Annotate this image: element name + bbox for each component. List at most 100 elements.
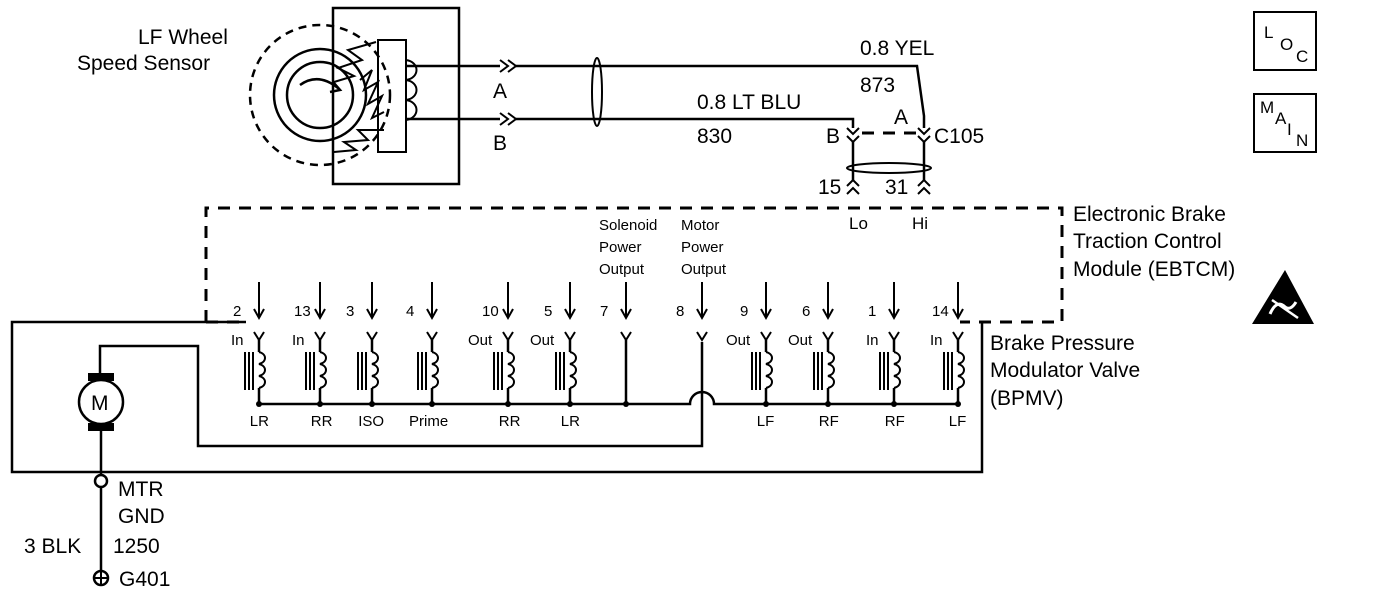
solenoid-output-line2: Power <box>599 239 642 256</box>
terminal-b-label: B <box>493 132 507 155</box>
motor-output-line3: Output <box>681 261 727 278</box>
ground-label-line1: MTR <box>118 478 164 501</box>
main-icon-a: A <box>1275 109 1287 128</box>
pin-wheel: RF <box>819 413 839 430</box>
ebtcm-outline <box>204 206 1064 324</box>
terminal-b-chevron <box>499 112 518 126</box>
pin-number: 1 <box>868 303 876 320</box>
sensor-title-line1: LF Wheel <box>138 26 228 49</box>
motor-symbol: M <box>91 392 109 415</box>
pin-number: 13 <box>294 303 311 320</box>
pin-number: 8 <box>676 303 684 320</box>
pin-number: 4 <box>406 303 414 320</box>
pin-direction: Out <box>726 332 751 349</box>
wheel-speed-sensor <box>248 6 500 186</box>
pin-wheel: RF <box>885 413 905 430</box>
bpmv-pin-7: 7 <box>600 282 632 407</box>
pin-wheel: LF <box>949 413 967 430</box>
bpmv-name-line2: Modulator Valve <box>990 359 1140 382</box>
pin-direction: In <box>292 332 305 349</box>
ebtcm-name-line2: Traction Control <box>1073 230 1222 253</box>
pin-direction: In <box>866 332 879 349</box>
bpmv-name-line3: (BPMV) <box>990 387 1064 410</box>
ebtcm-name-line1: Electronic Brake <box>1073 203 1226 226</box>
bpmv-pin-8: 8 <box>676 282 708 342</box>
pin-number: 5 <box>544 303 552 320</box>
esd-warning-icon <box>1252 270 1314 324</box>
pin-wheel: ISO <box>358 413 384 430</box>
wire-yel <box>516 64 926 128</box>
bpmv-name-line1: Brake Pressure <box>990 332 1135 355</box>
terminal-a-label: A <box>493 80 507 103</box>
ebtcm-label-lo: Lo <box>849 214 868 233</box>
ebtcm-name-line3: Module (EBTCM) <box>1073 258 1235 281</box>
solenoid-common-rail <box>259 390 958 406</box>
pin-number: 2 <box>233 303 241 320</box>
pin-wheel: LR <box>561 413 580 430</box>
pin-wheel: LR <box>250 413 269 430</box>
pin-number: 9 <box>740 303 748 320</box>
main-icon-i: I <box>1287 120 1292 139</box>
ebtcm-pin-hi: 31 <box>885 176 908 199</box>
sensor-title-line2: Speed Sensor <box>77 52 210 75</box>
pin-wheel: RR <box>311 413 333 430</box>
pump-motor <box>77 342 704 474</box>
ground-label-line2: GND <box>118 505 165 528</box>
twisted-pair-symbol <box>591 57 603 127</box>
terminal-a-chevron <box>499 59 518 73</box>
wire-ltblu-circuit: 830 <box>697 125 732 148</box>
main-icon: M A I N <box>1253 93 1317 153</box>
pin-direction: In <box>231 332 244 349</box>
main-icon-n: N <box>1296 131 1308 150</box>
c105-name: C105 <box>934 125 984 148</box>
pin-wheel: LF <box>757 413 775 430</box>
ground-wire: 3 BLK <box>24 535 81 558</box>
ebtcm-label-hi: Hi <box>912 214 928 233</box>
loc-icon: L O C <box>1253 11 1317 71</box>
ground-circuit: 1250 <box>113 535 160 558</box>
pin-number: 14 <box>932 303 949 320</box>
ground-name: G401 <box>119 568 170 591</box>
motor-output-line2: Power <box>681 239 724 256</box>
pin-direction: Out <box>530 332 555 349</box>
wire-ltblu-label: 0.8 LT BLU <box>697 91 801 114</box>
pin-number: 10 <box>482 303 499 320</box>
pin-number: 7 <box>600 303 608 320</box>
ebtcm-pin-lo: 15 <box>818 176 841 199</box>
ground-symbol <box>92 569 110 587</box>
pin-number: 6 <box>802 303 810 320</box>
pin-direction: Out <box>788 332 813 349</box>
wire-yel-circuit: 873 <box>860 74 895 97</box>
main-icon-m: M <box>1260 98 1274 117</box>
loc-icon-l: L <box>1264 23 1273 42</box>
pin-direction: In <box>930 332 943 349</box>
motor-output-line1: Motor <box>681 217 719 234</box>
solenoid-output-line3: Output <box>599 261 645 278</box>
pin-number: 3 <box>346 303 354 320</box>
pin-wheel: RR <box>499 413 521 430</box>
loc-icon-o: O <box>1280 35 1293 54</box>
pin-wheel: Prime <box>409 413 448 430</box>
solenoid-output-line1: Solenoid <box>599 217 657 234</box>
bpmv-outline <box>10 320 984 474</box>
motor-ground <box>92 473 110 587</box>
c105-pin-b: B <box>826 125 840 148</box>
pin-direction: Out <box>468 332 493 349</box>
wire-ltblu <box>516 117 855 128</box>
loc-icon-c: C <box>1296 47 1308 66</box>
c105-pin-a: A <box>894 106 908 129</box>
connector-c105 <box>846 127 932 195</box>
wire-yel-label: 0.8 YEL <box>860 37 934 60</box>
